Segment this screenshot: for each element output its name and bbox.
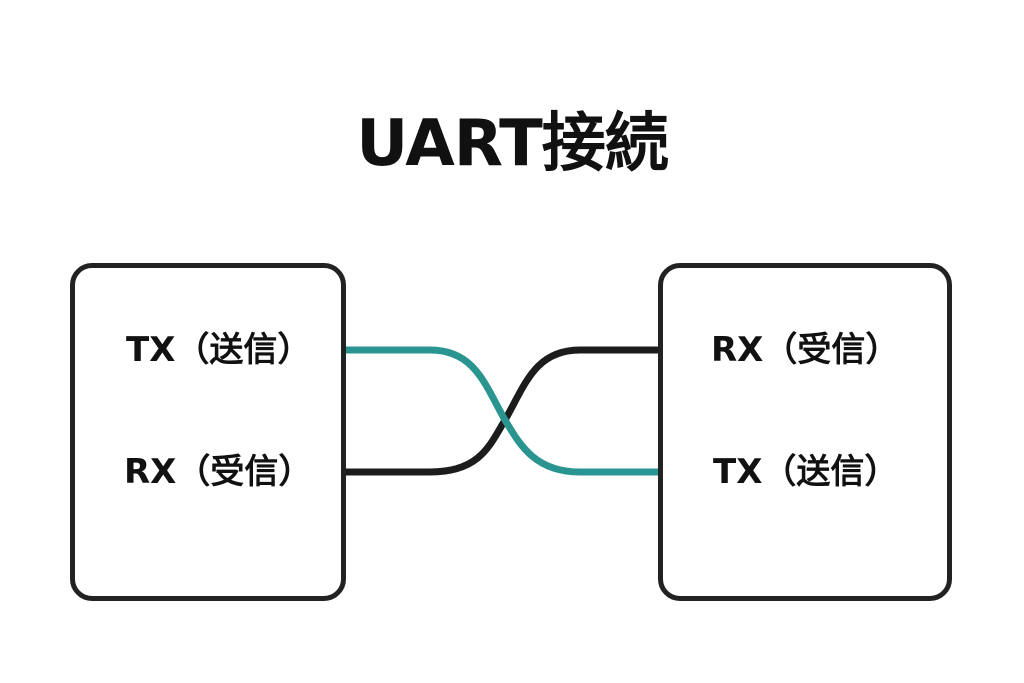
right-rx-label: RX（受信） (711, 330, 900, 370)
right-device-box (658, 263, 952, 601)
wire-left-tx-to-right-rx (346, 346, 658, 476)
diagram-title: UART接続 (356, 107, 669, 181)
left-rx-label: RX（受信） (124, 452, 313, 492)
left-device-box (70, 263, 346, 601)
left-tx-label: TX（送信） (126, 330, 312, 370)
right-tx-label: TX（送信） (713, 452, 899, 492)
